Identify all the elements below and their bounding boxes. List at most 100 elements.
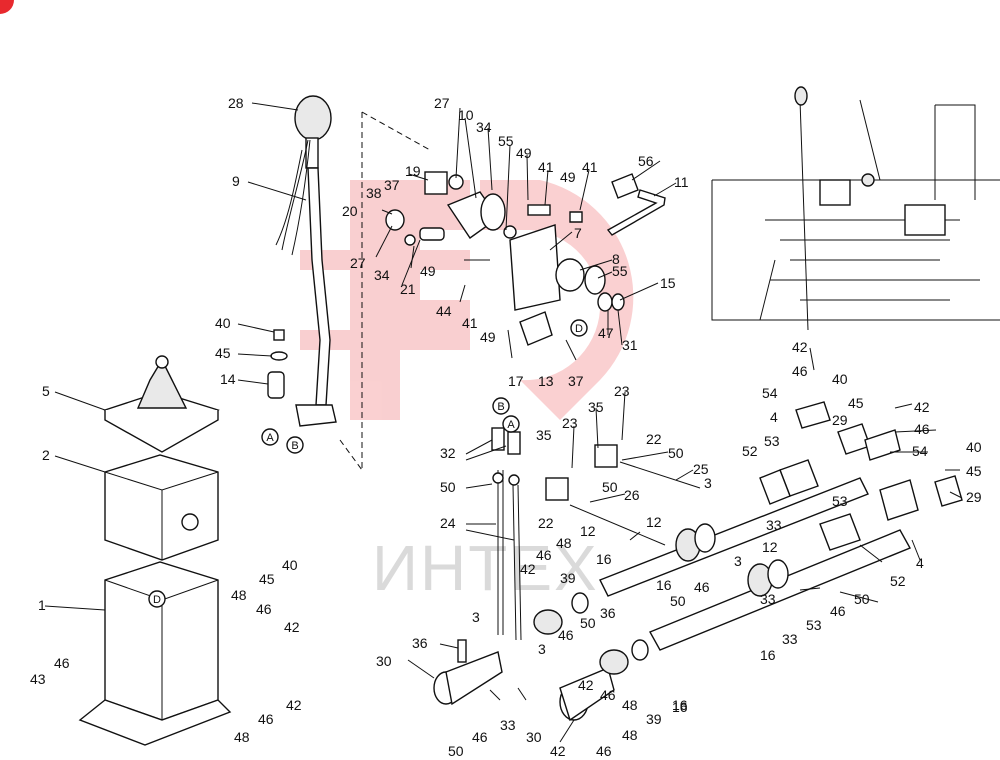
part-label: 49 <box>560 169 576 185</box>
part-label: 46 <box>536 547 552 563</box>
part-label: 13 <box>538 373 554 389</box>
part-label: 40 <box>966 439 982 455</box>
part-label: 52 <box>742 443 758 459</box>
part-label: 3 <box>472 609 480 625</box>
part-label: 9 <box>232 173 240 189</box>
part-label: 42 <box>578 677 594 693</box>
part-label: 39 <box>646 711 662 727</box>
part-label: 48 <box>556 535 572 551</box>
part-label: 16 <box>596 551 612 567</box>
part-label: 26 <box>624 487 640 503</box>
part-label: 35 <box>536 427 552 443</box>
control-rods-24 <box>491 427 522 641</box>
shaft-52-lower <box>649 479 919 651</box>
part-label: 34 <box>476 119 492 135</box>
part-label: 28 <box>228 95 244 111</box>
corner-mark <box>0 0 14 14</box>
part-label: 50 <box>670 593 686 609</box>
part-label: 2 <box>42 447 50 463</box>
part-label: 40 <box>282 557 298 573</box>
part-label: 15 <box>660 275 676 291</box>
part-label: 30 <box>526 729 542 745</box>
callout-label: D <box>153 594 161 606</box>
boot-5-and-cover-2 <box>103 355 220 561</box>
part-label: 40 <box>215 315 231 331</box>
part-label: 23 <box>562 415 578 431</box>
callout-markers: A B D B A D <box>148 319 588 608</box>
part-label: 49 <box>480 329 496 345</box>
part-label: 43 <box>30 671 46 687</box>
part-label: 42 <box>792 339 808 355</box>
callout-label: A <box>507 419 515 431</box>
part-label: 38 <box>366 185 382 201</box>
part-label: 46 <box>914 421 930 437</box>
part-label: 10 <box>458 107 474 123</box>
part-label: 52 <box>890 573 906 589</box>
part-label: 27 <box>434 95 450 111</box>
shift-fork-assemblies <box>675 401 963 597</box>
part-label: 42 <box>914 399 930 415</box>
part-label: 37 <box>568 373 584 389</box>
part-label: 50 <box>854 591 870 607</box>
part-label: 50 <box>448 743 464 759</box>
part-label: 33 <box>760 591 776 607</box>
machine-overview <box>711 86 1000 331</box>
part-label: 7 <box>574 225 582 241</box>
part-label: 27 <box>350 255 366 271</box>
part-label: 49 <box>516 145 532 161</box>
part-label: 14 <box>220 371 236 387</box>
part-label: 55 <box>498 133 514 149</box>
part-label: 42 <box>286 697 302 713</box>
part-label: 53 <box>806 617 822 633</box>
part-number-labels: 28 9 40 45 14 5 2 1 43 46 27 10 34 55 49… <box>30 95 982 759</box>
part-label: 40 <box>832 371 848 387</box>
part-label: 17 <box>508 373 524 389</box>
part-label: 30 <box>376 653 392 669</box>
part-label: 55 <box>612 263 628 279</box>
part-label: 16 <box>760 647 776 663</box>
callout-label: B <box>497 401 504 413</box>
part-label: 29 <box>832 412 848 428</box>
part-label: 50 <box>668 445 684 461</box>
part-label: 42 <box>550 743 566 759</box>
part-label: 36 <box>600 605 616 621</box>
shaft-52-upper <box>599 459 869 597</box>
part-label: 16 <box>672 697 688 713</box>
part-label: 54 <box>762 385 778 401</box>
part-label: 46 <box>54 655 70 671</box>
clevis-pin-14 <box>267 329 288 399</box>
part-label: 24 <box>440 515 456 531</box>
part-label: 5 <box>42 383 50 399</box>
bearings-39 <box>489 592 649 701</box>
part-label: 54 <box>912 443 928 459</box>
watermark-logo <box>300 180 634 420</box>
part-label: 48 <box>234 729 250 745</box>
shift-bracket-assembly <box>385 171 625 361</box>
part-label: 16 <box>656 577 672 593</box>
part-label: 42 <box>284 619 300 635</box>
part-label: 12 <box>762 539 778 555</box>
part-label: 20 <box>342 203 358 219</box>
part-label: 45 <box>848 395 864 411</box>
part-label: 53 <box>832 493 848 509</box>
part-label: 41 <box>538 159 554 175</box>
part-label: 12 <box>580 523 596 539</box>
callout-label: B <box>291 440 298 452</box>
part-label: 49 <box>420 263 436 279</box>
part-label: 34 <box>374 267 390 283</box>
callout-label: D <box>575 323 583 335</box>
part-label: 46 <box>256 601 272 617</box>
part-label: 33 <box>500 717 516 733</box>
clevis-22 <box>545 444 701 546</box>
part-label: 21 <box>400 281 416 297</box>
part-label: 41 <box>462 315 478 331</box>
part-label: 4 <box>770 409 778 425</box>
part-label: 46 <box>258 711 274 727</box>
part-label: 48 <box>231 587 247 603</box>
part-label: 47 <box>598 325 614 341</box>
part-label: 46 <box>694 579 710 595</box>
part-label: 50 <box>580 615 596 631</box>
part-label: 35 <box>588 399 604 415</box>
part-label: 53 <box>764 433 780 449</box>
